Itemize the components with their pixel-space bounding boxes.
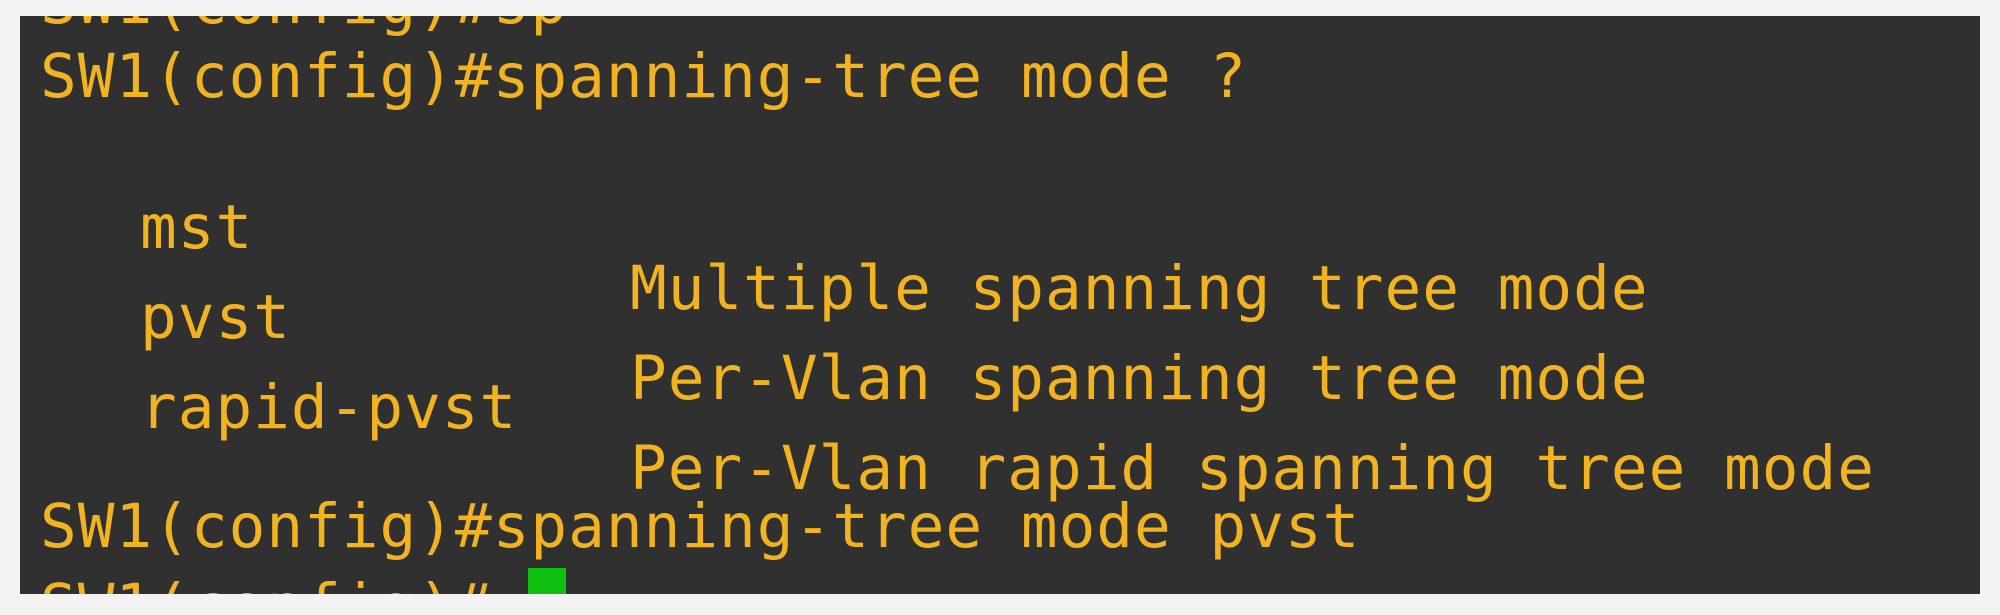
- terminal-help-command-line: SW1(config)#spanning-tree mode ?: [40, 41, 1248, 112]
- option-description-pvst: Per-Vlan spanning tree mode: [630, 343, 1649, 414]
- terminal-option-mst: mst Multiple spanning tree mode: [40, 136, 1648, 380]
- option-key-mst: mst: [140, 192, 254, 263]
- terminal-window[interactable]: SW1(config)#sp SW1(config)#spanning-tree…: [20, 16, 1980, 594]
- terminal-current-prompt-partial: SW1(config)#: [40, 576, 493, 594]
- option-description-mst: Multiple spanning tree mode: [630, 253, 1649, 324]
- option-key-pvst: pvst: [140, 282, 291, 353]
- terminal-cursor: [528, 568, 566, 594]
- terminal-option-pvst: pvst Per-Vlan spanning tree mode: [40, 226, 1648, 470]
- terminal-previous-line-partial: SW1(config)#sp: [40, 16, 568, 33]
- terminal-command-line: SW1(config)#spanning-tree mode pvst: [40, 491, 1361, 562]
- option-key-rapid-pvst: rapid-pvst: [140, 372, 518, 443]
- terminal-option-rapid-pvst: rapid-pvst Per-Vlan rapid spanning tree …: [40, 316, 1874, 560]
- option-description-rapid-pvst: Per-Vlan rapid spanning tree mode: [630, 433, 1875, 504]
